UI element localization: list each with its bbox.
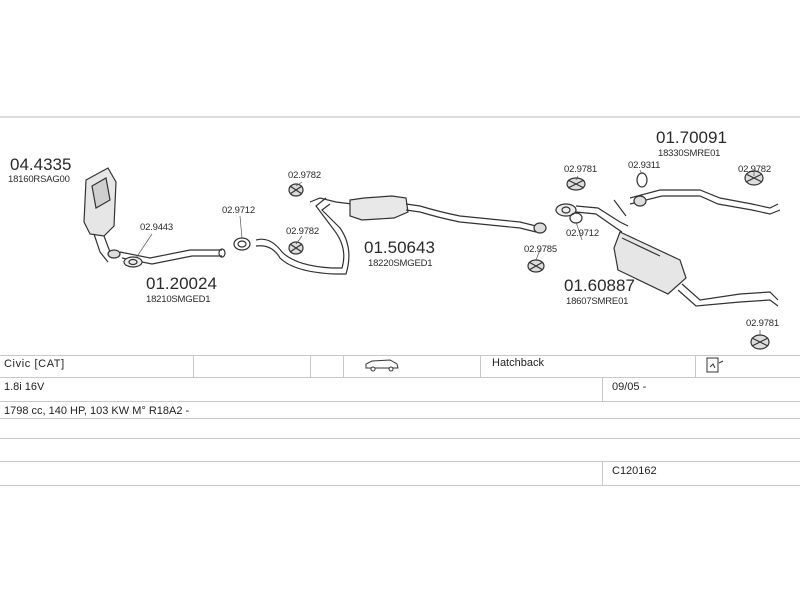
centre-silencer-icon (349, 195, 547, 234)
oem-number: 18607SMRE01 (566, 296, 629, 307)
ring-icon (233, 237, 251, 251)
intermediate-pipe-icon (255, 197, 353, 275)
part-number: 01.70091 (656, 128, 727, 147)
car-body-icon (364, 358, 400, 375)
clamp-icon (288, 183, 304, 197)
part-number: 02.9782 (738, 164, 771, 175)
tail-pipe-icon (629, 189, 781, 215)
part-number: 01.60887 (564, 276, 635, 295)
part-number: 02.9712 (222, 205, 255, 216)
date-range: 09/05 - (612, 381, 647, 393)
info-sheet-icon (706, 357, 726, 376)
catalytic-converter-icon (83, 167, 117, 263)
clamp-icon (744, 170, 764, 186)
oem-number: 18210SMGED1 (146, 294, 211, 305)
clamp-icon (288, 241, 304, 255)
part-number: 02.9443 (140, 222, 173, 233)
part-number: 02.9782 (288, 170, 321, 181)
engine: 1.8i 16V (4, 381, 45, 393)
oem-number: 18220SMGED1 (368, 258, 433, 269)
kit-code: C120162 (612, 465, 657, 477)
engine-specs: 1798 cc, 140 HP, 103 KW M° R18A2 - (4, 405, 190, 417)
gasket-icon (555, 203, 577, 217)
ring-icon (636, 172, 648, 188)
part-number: 04.4335 (10, 155, 72, 174)
body-type: Hatchback (492, 357, 544, 369)
part-number: 02.9785 (524, 244, 557, 255)
clamp-icon (527, 259, 545, 273)
rear-silencer-icon (575, 199, 779, 307)
clamp-icon (750, 334, 770, 350)
oem-number: 18330SMRE01 (658, 148, 721, 159)
gasket-icon (123, 256, 143, 268)
part-number: 01.20024 (146, 274, 217, 293)
part-number: 01.50643 (364, 238, 435, 257)
part-number: 02.9712 (566, 228, 599, 239)
ring-icon (569, 212, 583, 224)
part-number: 02.9781 (564, 164, 597, 175)
part-number: 02.9781 (746, 318, 779, 329)
part-number: 02.9311 (628, 160, 661, 171)
clamp-icon (566, 177, 586, 191)
oem-number: 18160RSAG00 (8, 174, 70, 185)
part-number: 02.9782 (286, 226, 319, 237)
vehicle-model: Civic [CAT] (4, 358, 65, 370)
